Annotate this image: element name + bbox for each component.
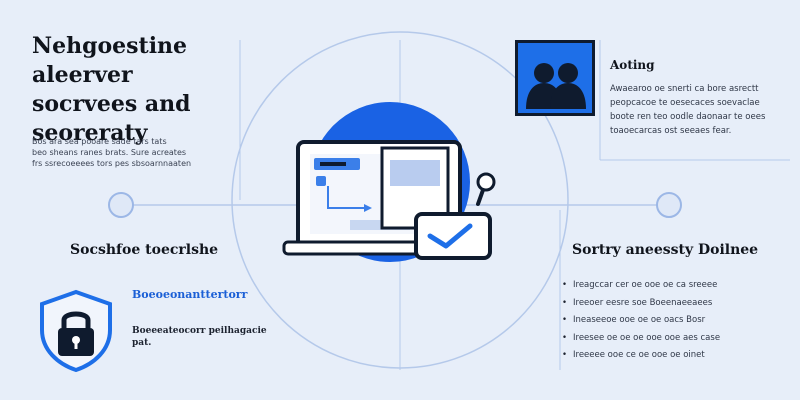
access-panel-text: Awaearoo oe snerti ca bore asrectt peopc… [610, 82, 780, 138]
secure-section-title: Socshfoe toecrlshe [70, 242, 219, 258]
lock-label: Boeoeonanttertorr [132, 288, 248, 301]
lock-description-line: Boeeeateocorr peilhagacie [132, 326, 267, 336]
title-line: seoreraty [32, 120, 148, 146]
access-panel-line: Awaearoo oe snerti ca bore asrectt [610, 84, 759, 94]
list-item: Ireeoer eesre soe Boeenaeeaees [562, 295, 720, 313]
title-line: Nehgoestine aleerver [32, 33, 188, 88]
access-panel-line: toaoecarcas ost seeaes fear. [610, 126, 732, 136]
user-group-icon [515, 40, 595, 116]
intro-line: Bos ara sea pooare sade tars tats [32, 137, 167, 146]
list-item: Ireagccar cer oe ooe oe ca sreeee [562, 277, 720, 295]
access-panel-line: boote ren teo oodle daonaar te oees [610, 112, 766, 122]
support-section-title: Sortry aneessty Doilnee [572, 242, 759, 258]
intro-line: frs ssrecoeeees tors pes sbsoarnnaaten [32, 159, 192, 168]
list-item: Ineaseeoe ooe oe oe oacs Bosr [562, 312, 720, 330]
lock-description-line: pat. [132, 338, 152, 348]
left-connector-node [108, 192, 134, 218]
intro-text: Bos ara sea pooare sade tars tats beo sh… [32, 136, 242, 169]
page-title: Nehgoestine aleerver socrvees and seorer… [32, 32, 292, 148]
right-connector-node [656, 192, 682, 218]
title-line: socrvees and [32, 91, 191, 117]
support-list: Ireagccar cer oe ooe oe ca sreeee Ireeoe… [562, 277, 720, 365]
laptop-with-windows-icon [282, 102, 496, 262]
lock-description: Boeeeateocorr peilhagacie pat. [132, 325, 282, 349]
access-panel-line: peopcacoe te oesecaces soevaclae [610, 98, 760, 108]
shield-lock-icon [40, 289, 112, 372]
list-item: Ireesee oe oe oe ooe ooe aes case [562, 330, 720, 348]
list-item: Ireeeee ooe ce oe ooe oe oinet [562, 347, 720, 365]
access-panel-heading: Aoting [610, 58, 655, 72]
intro-line: beo sheans ranes brats. Sure acreates [32, 148, 187, 157]
